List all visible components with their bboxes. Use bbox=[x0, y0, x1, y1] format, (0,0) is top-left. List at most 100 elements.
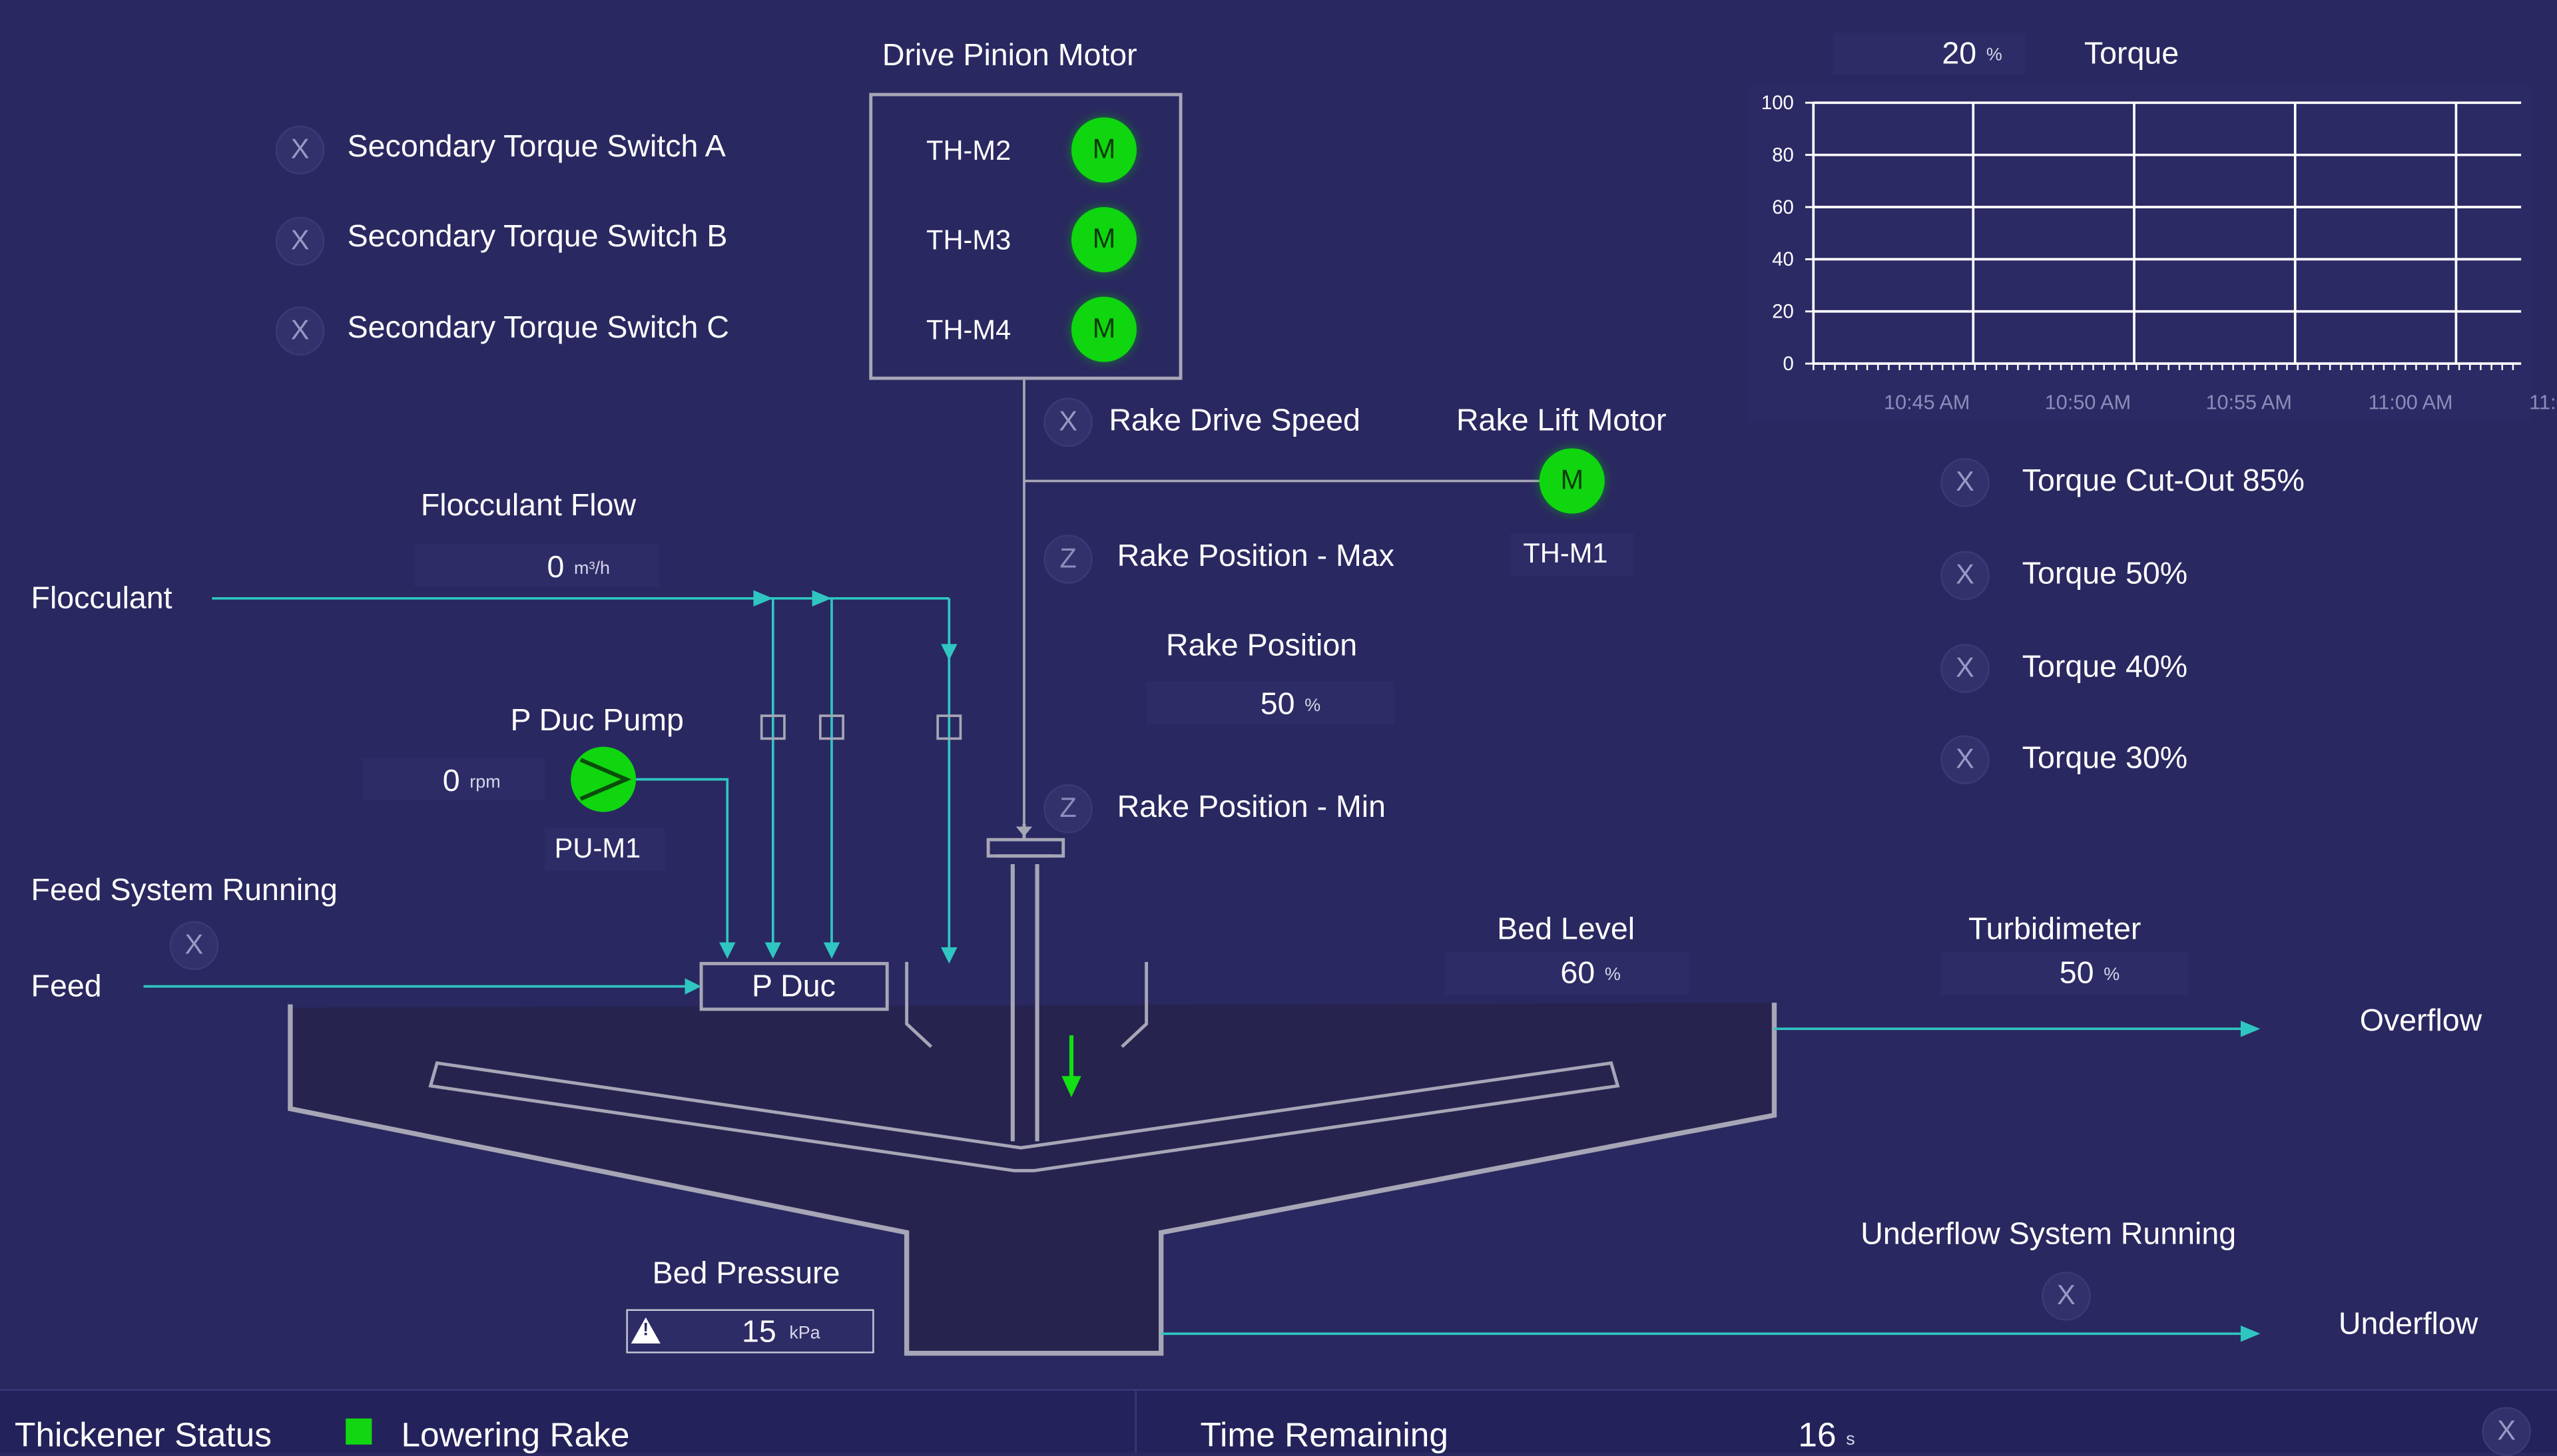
underflow-label: Underflow bbox=[2338, 1308, 2478, 1342]
valves bbox=[760, 714, 962, 740]
flocculant-flow-field bbox=[414, 544, 659, 587]
feed-system-indicator[interactable]: X bbox=[169, 921, 219, 971]
rake-pos-max-indicator[interactable]: Z bbox=[1043, 535, 1093, 584]
drive-pinion-title: Drive Pinion Motor bbox=[882, 39, 1137, 74]
torque-switch-a-label: Secondary Torque Switch A bbox=[347, 130, 726, 165]
status-indicator bbox=[346, 1418, 372, 1445]
rake-lift-motor-icon[interactable]: M bbox=[1539, 448, 1605, 514]
torque-50-label: Torque 50% bbox=[2022, 557, 2188, 592]
chart-y-tick-label: 0 bbox=[1783, 353, 1794, 375]
feed-line-label: Feed bbox=[31, 970, 102, 1005]
rake-position-label: Rake Position bbox=[1166, 629, 1358, 664]
pump-id-field bbox=[544, 828, 666, 871]
chart-x-tick-label: 10:50 AM bbox=[2045, 391, 2131, 414]
bed-level-unit: % bbox=[1604, 965, 1621, 985]
thickener-status-value: Lowering Rake bbox=[401, 1417, 630, 1455]
flocculant-flow-label: Flocculant Flow bbox=[420, 489, 637, 524]
time-remaining-value: 16 bbox=[1798, 1417, 1837, 1455]
torque-value: 20 bbox=[1942, 37, 1977, 72]
torque-value-field bbox=[1833, 32, 2026, 75]
motor-th-m3-icon[interactable]: M bbox=[1071, 207, 1137, 272]
feedwell-left bbox=[905, 961, 933, 1049]
torque-30-label: Torque 30% bbox=[2022, 742, 2188, 776]
torque-switch-a-indicator[interactable]: X bbox=[275, 125, 325, 175]
chart-y-tick-label: 100 bbox=[1761, 92, 1794, 114]
pump-speed-field bbox=[362, 758, 545, 801]
bed-pressure-unit: kPa bbox=[789, 1324, 820, 1343]
chart-x-tick-label: 11:00 AM bbox=[2368, 391, 2452, 414]
feedwell-right bbox=[1121, 961, 1149, 1049]
status-divider bbox=[1135, 1390, 1137, 1453]
warning-icon bbox=[631, 1317, 661, 1343]
torque-switch-c-indicator[interactable]: X bbox=[275, 306, 325, 356]
flocculant-flow-value: 0 bbox=[547, 551, 565, 586]
time-remaining-label: Time Remaining bbox=[1200, 1417, 1448, 1455]
rake-drive-speed-label: Rake Drive Speed bbox=[1109, 404, 1360, 439]
rake-position-unit: % bbox=[1304, 696, 1321, 716]
rake-arms bbox=[428, 1061, 1620, 1172]
bed-pressure-field bbox=[626, 1309, 874, 1353]
torque-50-indicator[interactable]: X bbox=[1940, 551, 1990, 601]
tank-fill bbox=[290, 1003, 1775, 1353]
turbidimeter-value: 50 bbox=[2059, 957, 2094, 991]
tank-outline bbox=[288, 1003, 1777, 1356]
turbidimeter-label: Turbidimeter bbox=[1968, 913, 2141, 947]
rake-pos-min-label: Rake Position - Min bbox=[1117, 790, 1386, 826]
torque-40-label: Torque 40% bbox=[2022, 650, 2188, 685]
bed-pressure-value: 15 bbox=[741, 1316, 776, 1350]
underflow-system-running-label: Underflow System Running bbox=[1860, 1218, 2237, 1252]
turbidimeter-field bbox=[1940, 952, 2189, 995]
chart-y-tick-label: 40 bbox=[1772, 248, 1794, 270]
flocculant-line-label: Flocculant bbox=[31, 582, 172, 616]
chart-y-tick-label: 20 bbox=[1772, 301, 1794, 323]
overflow-label: Overflow bbox=[2359, 1004, 2482, 1039]
rake-pos-max-label: Rake Position - Max bbox=[1117, 539, 1394, 575]
thickener-status-label: Thickener Status bbox=[15, 1417, 272, 1455]
bed-level-field bbox=[1444, 952, 1690, 995]
chart-x-tick-label: 11:05 AM bbox=[2529, 391, 2557, 414]
chart-y-tick-label: 60 bbox=[1772, 196, 1794, 218]
rake-position-value: 50 bbox=[1260, 688, 1295, 722]
torque-30-indicator[interactable]: X bbox=[1940, 735, 1990, 784]
motor-id-th-m3: TH-M3 bbox=[926, 224, 1011, 256]
rake-position-field bbox=[1146, 681, 1394, 724]
time-remaining-unit: s bbox=[1846, 1429, 1855, 1450]
chart-x-tick-label: 10:55 AM bbox=[2205, 391, 2291, 414]
rake-lift-motor-label: Rake Lift Motor bbox=[1456, 404, 1667, 439]
motor-id-th-m4: TH-M4 bbox=[926, 314, 1011, 346]
close-icon[interactable]: X bbox=[2482, 1407, 2531, 1456]
motor-th-m2-icon[interactable]: M bbox=[1071, 117, 1137, 183]
torque-chart-title: Torque bbox=[2084, 37, 2179, 72]
feed-system-running-label: Feed System Running bbox=[31, 873, 338, 909]
pump-speed-value: 0 bbox=[442, 764, 460, 800]
bed-pressure-label: Bed Pressure bbox=[652, 1257, 840, 1292]
rake-pos-min-indicator[interactable]: Z bbox=[1043, 784, 1093, 834]
chart-y-tick-label: 80 bbox=[1772, 144, 1794, 166]
rake-lift-motor-id: TH-M1 bbox=[1523, 538, 1608, 569]
underflow-system-indicator[interactable]: X bbox=[2042, 1272, 2091, 1321]
drive-pinion-box bbox=[869, 93, 1183, 380]
pduc-label: P Duc bbox=[751, 970, 836, 1005]
torque-unit: % bbox=[1986, 45, 2002, 65]
warning-icon-mark: ! bbox=[643, 1320, 649, 1341]
torque-cutout-85-label: Torque Cut-Out 85% bbox=[2022, 464, 2305, 499]
rake-lift-motor-id-field bbox=[1510, 533, 1634, 576]
motor-th-m4-icon[interactable]: M bbox=[1071, 296, 1137, 362]
status-bar: Thickener Status Lowering Rake Time Rema… bbox=[0, 1389, 2557, 1456]
turbidimeter-unit: % bbox=[2104, 965, 2120, 985]
pduc-box bbox=[699, 961, 889, 1011]
torque-40-indicator[interactable]: X bbox=[1940, 644, 1990, 693]
pump-label: P Duc Pump bbox=[510, 704, 684, 739]
pump-id: PU-M1 bbox=[554, 833, 641, 864]
bed-level-value: 60 bbox=[1560, 957, 1595, 991]
motor-id-th-m2: TH-M2 bbox=[926, 135, 1011, 166]
rake-drive-speed-indicator[interactable]: X bbox=[1043, 397, 1093, 447]
torque-switch-b-indicator[interactable]: X bbox=[275, 216, 325, 266]
flocculant-flow-unit: m³/h bbox=[574, 559, 610, 579]
torque-cutout-85-indicator[interactable]: X bbox=[1940, 458, 1990, 507]
pump-speed-unit: rpm bbox=[469, 772, 501, 793]
chart-x-tick-label: 10:45 AM bbox=[1884, 391, 1970, 414]
